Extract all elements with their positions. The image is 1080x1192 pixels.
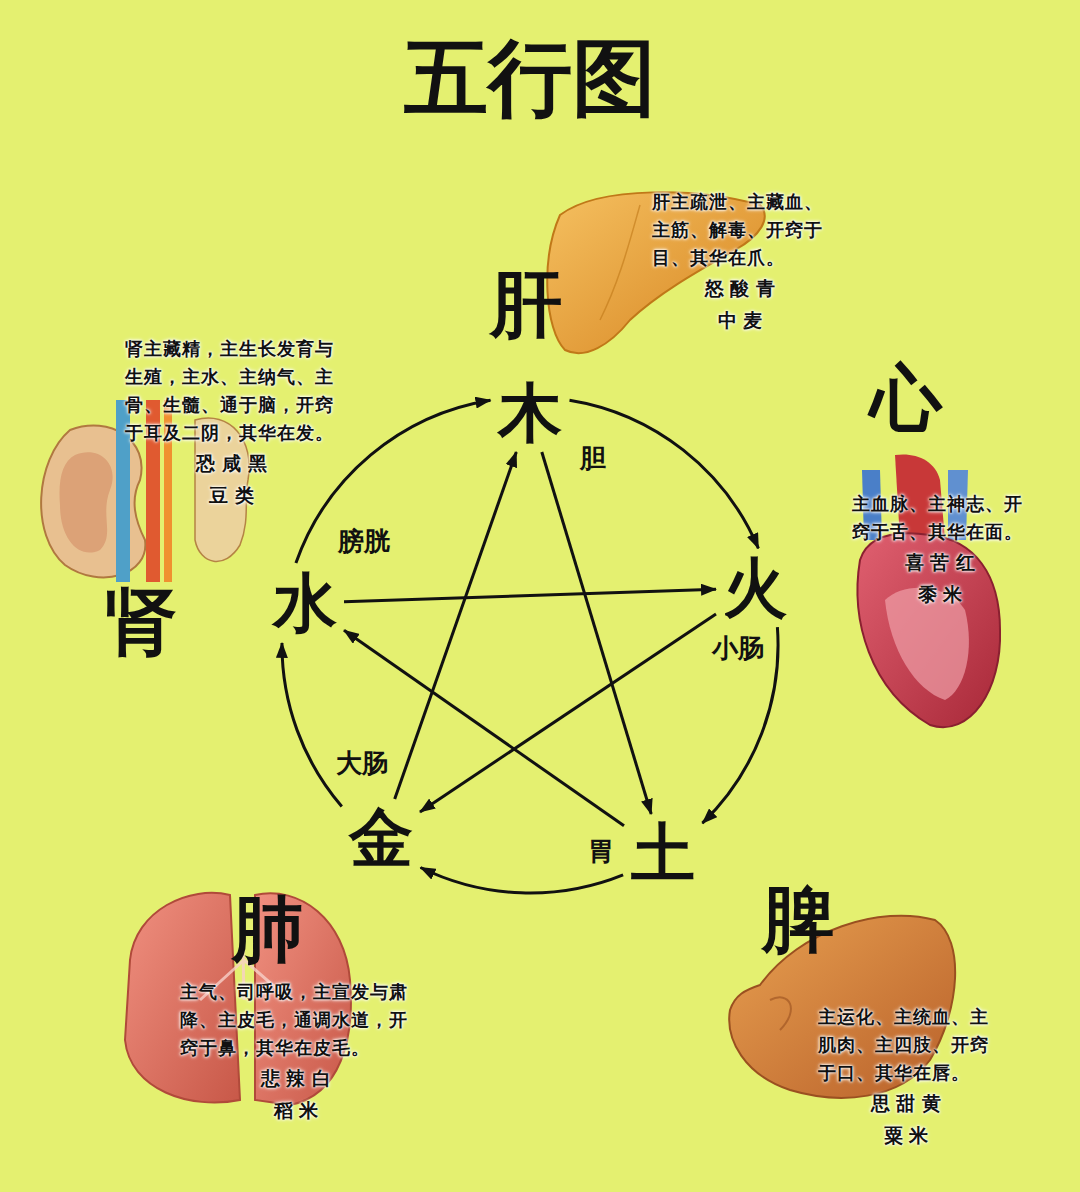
organ-group: 肾肾主藏精，主生长发育与生殖，主水、主纳气、主骨、生髓、通于脑，开窍于耳及二阴，… bbox=[105, 335, 106, 336]
organ-name: 脾 bbox=[762, 883, 834, 955]
organ-description: 主气、司呼吸，主宣发与肃降、主皮毛，通调水道，开窍于鼻，其华在皮毛。 bbox=[180, 978, 412, 1062]
generating-arrow bbox=[570, 400, 759, 548]
organ-text-column: 主血脉、主神志、开窍于舌、其华在面。喜 苦 红黍 米 bbox=[852, 490, 1028, 610]
organ-fu-label: 小肠 bbox=[712, 635, 764, 661]
organ-text-column: 主气、司呼吸，主宣发与肃降、主皮毛，通调水道，开窍于鼻，其华在皮毛。悲 辣 白稻… bbox=[180, 978, 412, 1126]
organ-group: 心主血脉、主神志、开窍于舌、其华在面。喜 苦 红黍 米 bbox=[852, 362, 853, 363]
organ-text-column: 肾主藏精，主生长发育与生殖，主水、主纳气、主骨、生髓、通于脑，开窍于耳及二阴，其… bbox=[125, 335, 338, 511]
organ-attributes: 豆 类 bbox=[125, 479, 338, 511]
controlling-arrow bbox=[542, 452, 651, 814]
element-char: 水 bbox=[273, 571, 337, 635]
organ-fu-label: 大肠 bbox=[336, 750, 388, 776]
organ-group: 脾主运化、主统血、主肌肉、主四肢、开窍于口、其华在唇。思 甜 黄粟 米 bbox=[762, 883, 763, 884]
controlling-arrow bbox=[344, 589, 716, 601]
organ-group: 肺主气、司呼吸，主宣发与肃降、主皮毛，通调水道，开窍于鼻，其华在皮毛。悲 辣 白… bbox=[180, 893, 181, 894]
element-char: 木 bbox=[498, 381, 562, 445]
element-char: 土 bbox=[631, 821, 695, 885]
organ-name: 肺 bbox=[232, 893, 304, 965]
organ-name: 肝 bbox=[490, 268, 562, 340]
organ-description: 主运化、主统血、主肌肉、主四肢、开窍于口、其华在唇。 bbox=[818, 1003, 994, 1087]
organ-attributes: 稻 米 bbox=[180, 1094, 412, 1126]
element-node: 火小肠 bbox=[722, 555, 788, 621]
organ-text-column: 肝主疏泄、主藏血、主筋、解毒、开窍于目、其华在爪。怒 酸 青中 麦 bbox=[652, 188, 828, 336]
element-char: 火 bbox=[723, 556, 787, 620]
organ-attributes: 怒 酸 青 bbox=[652, 272, 828, 304]
element-node: 木胆 bbox=[497, 380, 563, 446]
organ-attributes: 喜 苦 红 bbox=[852, 546, 1028, 578]
element-char: 金 bbox=[349, 806, 413, 870]
organ-description: 肾主藏精，主生长发育与生殖，主水、主纳气、主骨、生髓、通于脑，开窍于耳及二阴，其… bbox=[125, 335, 338, 447]
organ-fu-label: 膀胱 bbox=[338, 528, 390, 554]
generating-arrow bbox=[282, 643, 342, 807]
organ-name: 肾 bbox=[105, 585, 177, 657]
generating-arrow bbox=[702, 627, 778, 823]
organ-attributes: 中 麦 bbox=[652, 304, 828, 336]
organ-description: 肝主疏泄、主藏血、主筋、解毒、开窍于目、其华在爪。 bbox=[652, 188, 828, 272]
organ-group: 肝肝主疏泄、主藏血、主筋、解毒、开窍于目、其华在爪。怒 酸 青中 麦 bbox=[490, 188, 491, 189]
organ-text-column: 主运化、主统血、主肌肉、主四肢、开窍于口、其华在唇。思 甜 黄粟 米 bbox=[818, 1003, 994, 1151]
element-node: 水膀胱 bbox=[272, 570, 338, 636]
element-node: 土胃 bbox=[630, 820, 696, 886]
controlling-arrow bbox=[395, 452, 517, 799]
organ-attributes: 悲 辣 白 bbox=[180, 1062, 412, 1094]
organ-attributes: 恐 咸 黑 bbox=[125, 447, 338, 479]
organ-fu-label: 胃 bbox=[588, 838, 614, 864]
organ-attributes: 思 甜 黄 bbox=[818, 1087, 994, 1119]
organ-description: 主血脉、主神志、开窍于舌、其华在面。 bbox=[852, 490, 1028, 546]
element-node: 金大肠 bbox=[348, 805, 414, 871]
organ-fu-label: 胆 bbox=[580, 445, 606, 471]
controlling-arrow bbox=[420, 614, 716, 812]
organ-name: 心 bbox=[870, 362, 942, 434]
diagram-title: 五行图 bbox=[0, 30, 1060, 127]
generating-arrow bbox=[421, 868, 624, 894]
organ-attributes: 粟 米 bbox=[818, 1119, 994, 1151]
controlling-arrow bbox=[344, 630, 624, 826]
organ-attributes: 黍 米 bbox=[852, 578, 1028, 610]
